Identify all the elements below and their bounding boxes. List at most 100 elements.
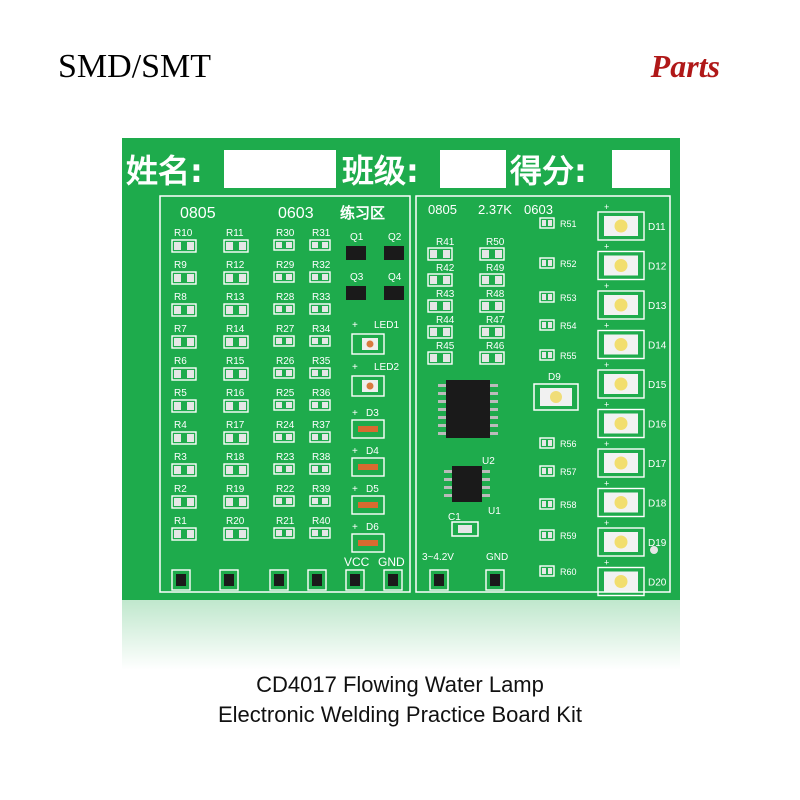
resistor-r43: R43 bbox=[427, 289, 455, 313]
resistor-pad bbox=[322, 274, 328, 280]
resistor-label: R4 bbox=[174, 420, 187, 431]
resistor-r60: R60 bbox=[539, 565, 577, 577]
resistor-label: R35 bbox=[312, 356, 331, 367]
resistor-pad bbox=[542, 322, 546, 328]
resistor-pad bbox=[322, 242, 328, 248]
resistor-outline bbox=[223, 335, 249, 349]
resistor-label: R41 bbox=[436, 237, 455, 248]
resistor-pad bbox=[174, 434, 181, 442]
ic-pin bbox=[490, 392, 498, 395]
resistor-outline bbox=[309, 367, 331, 379]
resistor-pad bbox=[174, 338, 181, 346]
resistor-pad bbox=[226, 466, 233, 474]
resistor-pad bbox=[276, 434, 282, 440]
resistor-outline bbox=[309, 303, 331, 315]
resistor-label: R25 bbox=[276, 388, 295, 399]
resistor-pad bbox=[187, 274, 194, 282]
led-label: D17 bbox=[648, 459, 667, 470]
resistor-r44: R44 bbox=[427, 315, 455, 339]
resistor-pad bbox=[312, 434, 318, 440]
resistor-r35: R35 bbox=[309, 356, 331, 379]
resistor-pad bbox=[482, 354, 489, 362]
led-lens bbox=[614, 219, 628, 233]
resistor-label: R39 bbox=[312, 484, 331, 495]
resistor-label: R53 bbox=[560, 293, 577, 303]
resistor-pad bbox=[312, 498, 318, 504]
resistor-r6: R6 bbox=[171, 356, 197, 381]
led-plus: + bbox=[604, 518, 609, 528]
resistor-outline bbox=[273, 431, 295, 443]
resistor-pad bbox=[187, 338, 194, 346]
resistor-pad bbox=[174, 530, 181, 538]
diode-plus: + bbox=[352, 522, 358, 533]
resistor-pad bbox=[174, 370, 181, 378]
resistor-label: R38 bbox=[312, 452, 331, 463]
led-plus: + bbox=[604, 281, 609, 291]
resistor-label: R48 bbox=[486, 289, 505, 300]
resistor-outline bbox=[427, 273, 453, 287]
resistor-label: R46 bbox=[486, 341, 505, 352]
transistor-label: Q4 bbox=[388, 272, 402, 283]
resistor-pad bbox=[239, 498, 246, 506]
caption-line-1: CD4017 Flowing Water Lamp bbox=[256, 672, 544, 697]
resistor-pad bbox=[495, 328, 502, 336]
resistor-r39: R39 bbox=[309, 484, 331, 507]
resistor-outline bbox=[539, 529, 555, 541]
led-label: D11 bbox=[648, 222, 666, 233]
resistor-outline bbox=[273, 495, 295, 507]
resistor-pad bbox=[430, 250, 437, 258]
resistor-r5: R5 bbox=[171, 388, 197, 413]
resistor-r55: R55 bbox=[539, 349, 577, 361]
resistor-outline bbox=[309, 495, 331, 507]
resistor-pad bbox=[312, 242, 318, 248]
header-outline bbox=[269, 569, 289, 591]
resistor-pad bbox=[239, 274, 246, 282]
resistor-label: R19 bbox=[226, 484, 245, 495]
transistor-body bbox=[384, 286, 404, 300]
resistor-pad bbox=[312, 370, 318, 376]
resistor-r54: R54 bbox=[539, 319, 577, 331]
resistor-outline bbox=[309, 431, 331, 443]
resistor-r27: R27 bbox=[273, 324, 295, 347]
resistor-outline bbox=[539, 465, 555, 477]
resistor-label: R33 bbox=[312, 292, 331, 303]
led-plus: + bbox=[352, 320, 358, 331]
resistor-r22: R22 bbox=[273, 484, 295, 507]
resistor-outline bbox=[273, 335, 295, 347]
resistor-pad bbox=[286, 274, 292, 280]
resistor-pad bbox=[312, 306, 318, 312]
resistor-pad bbox=[548, 352, 552, 358]
transistor-q4: Q4 bbox=[384, 272, 404, 300]
header-pin bbox=[490, 574, 500, 586]
resistor-r38: R38 bbox=[309, 452, 331, 475]
led-lens bbox=[614, 417, 628, 430]
led-plus: + bbox=[604, 558, 609, 568]
resistor-r28: R28 bbox=[273, 292, 295, 315]
led-outline bbox=[351, 375, 385, 397]
resistor-pad bbox=[322, 466, 328, 472]
resistor-pad bbox=[322, 402, 328, 408]
res-value-label: 2.37K bbox=[478, 202, 512, 217]
resistor-label: R13 bbox=[226, 292, 245, 303]
resistor-pad bbox=[495, 276, 502, 284]
resistor-outline bbox=[171, 431, 197, 445]
header-outline bbox=[485, 569, 505, 591]
resistor-r10: R10 bbox=[171, 228, 197, 253]
resistor-pad bbox=[226, 530, 233, 538]
header-pin bbox=[350, 574, 360, 586]
led-outline bbox=[597, 250, 645, 281]
resistor-pad bbox=[286, 306, 292, 312]
resistor-outline bbox=[427, 247, 453, 261]
resistor-r37: R37 bbox=[309, 420, 331, 443]
led-d9-label: D9 bbox=[548, 372, 561, 383]
led-plus: + bbox=[604, 242, 609, 252]
resistor-outline bbox=[273, 527, 295, 539]
diode-d6: D6+ bbox=[351, 522, 385, 553]
resistor-pad bbox=[187, 498, 194, 506]
resistor-pad bbox=[312, 530, 318, 536]
resistor-label: R11 bbox=[226, 228, 244, 239]
resistor-label: R30 bbox=[276, 228, 295, 239]
resistor-label: R42 bbox=[436, 263, 455, 274]
resistor-r42: R42 bbox=[427, 263, 455, 287]
resistor-label: R17 bbox=[226, 420, 245, 431]
